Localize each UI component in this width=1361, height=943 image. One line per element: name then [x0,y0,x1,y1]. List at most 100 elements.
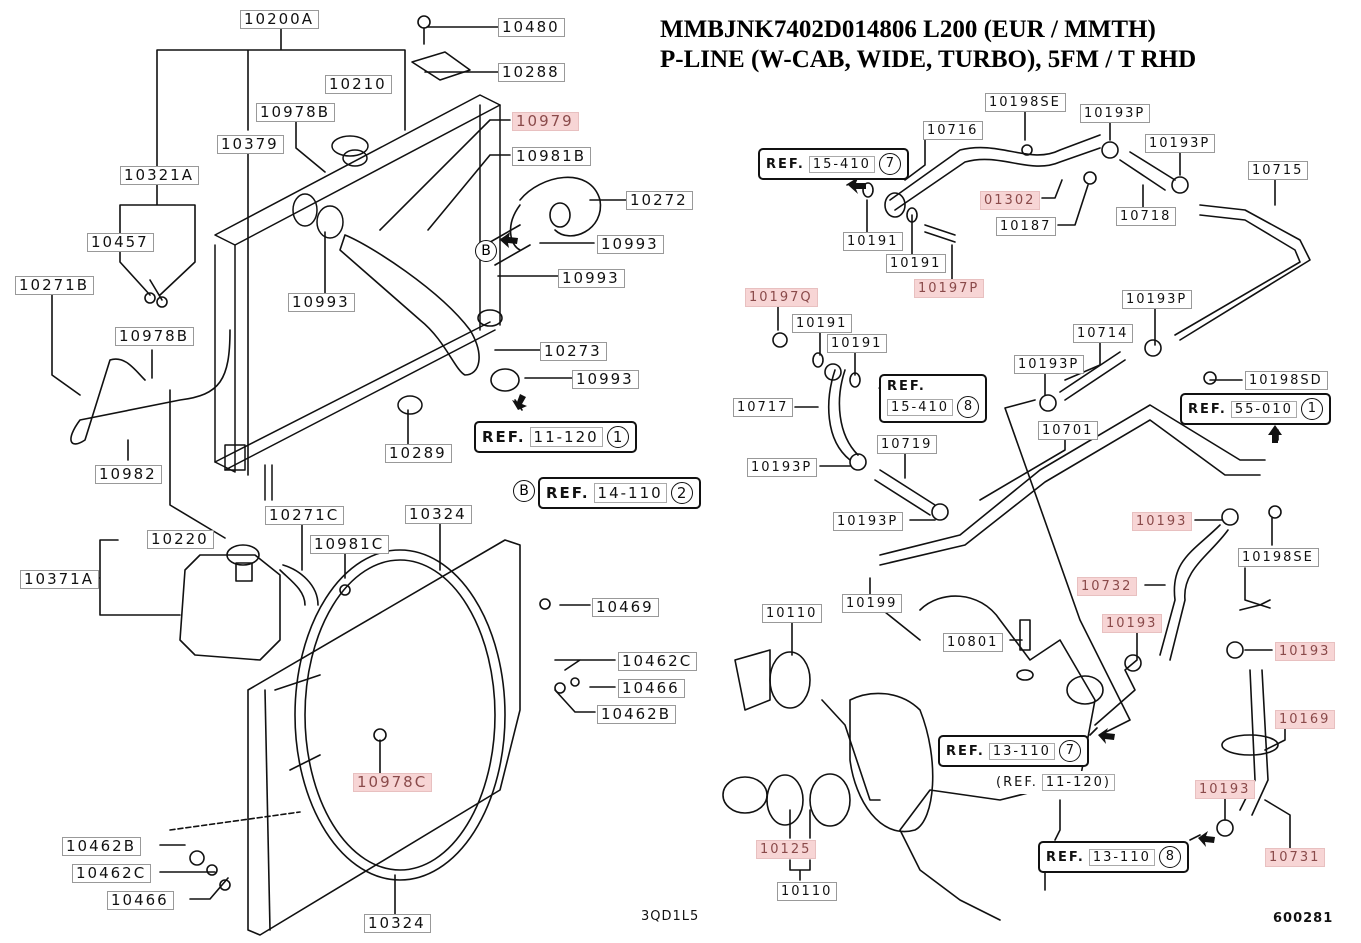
part-label-highlighted[interactable]: 10979 [512,112,579,131]
ref-prefix: REF. [1046,849,1085,865]
ref-number: 11-120) [1041,774,1115,791]
part-label[interactable]: 10462C [618,652,698,671]
part-label[interactable]: 10978B [256,103,336,122]
part-label[interactable]: 10289 [385,444,452,463]
ref-box[interactable]: REF. 15-410 7 [758,148,909,180]
part-label-highlighted[interactable]: 10125 [756,840,817,859]
ref-box[interactable]: REF. 13-110 7 [938,735,1089,767]
ref-number: 15-410 [887,398,954,416]
part-label[interactable]: 10379 [217,135,284,154]
part-label[interactable]: 10193P [747,458,818,477]
part-label[interactable]: 10993 [572,370,639,389]
part-label[interactable]: 10715 [1248,161,1309,180]
part-label[interactable]: 10271B [15,276,95,295]
part-label[interactable]: 10466 [618,679,685,698]
part-label[interactable]: 10993 [288,293,355,312]
part-label[interactable]: 10191 [886,254,947,273]
part-label[interactable]: 10462B [62,837,142,856]
fan-shroud [247,539,521,936]
part-label[interactable]: 10200A [240,10,319,29]
part-label-highlighted[interactable]: 10193 [1275,642,1336,661]
ref-box[interactable]: REF. 14-110 2 [538,477,701,509]
part-label[interactable]: 10191 [792,314,853,333]
part-label[interactable]: 10462B [597,705,677,724]
part-label[interactable]: 10110 [762,604,823,623]
part-label[interactable]: 10993 [597,235,664,254]
part-label[interactable]: 10982 [95,465,162,484]
part-label[interactable]: 10273 [540,342,607,361]
ref-prefix: REF. [766,156,805,172]
ref-number: 11-120 [529,427,603,447]
ref-circle-number: 1 [606,426,629,448]
part-label-highlighted[interactable]: 10193 [1195,780,1256,799]
diagram-code-right: 600281 [1273,911,1334,926]
part-label-highlighted[interactable]: 10169 [1275,710,1336,729]
part-label[interactable]: 10978B [115,327,195,346]
part-label[interactable]: 10191 [843,232,904,251]
part-label[interactable]: 10371A [20,570,99,589]
ref-circle-number: 7 [878,153,901,175]
part-label[interactable]: 10271C [265,506,345,525]
ref-box[interactable]: (REF. 11-120) [990,771,1121,794]
part-label-highlighted[interactable]: 10978C [353,773,433,792]
part-label[interactable]: 10801 [943,633,1004,652]
part-label[interactable]: 10110 [777,882,838,901]
b-marker-icon: B [475,240,497,262]
part-label[interactable]: 10193P [1145,134,1216,153]
ref-box[interactable]: REF. 15-410 8 [879,374,988,423]
part-label[interactable]: 10272 [626,191,693,210]
part-label[interactable]: 10210 [325,75,392,94]
part-label[interactable]: 10193P [1014,355,1085,374]
ref-box[interactable]: REF. 55-010 1 [1180,393,1331,425]
ref-box[interactable]: REF. 13-110 8 [1038,841,1189,873]
part-label-highlighted[interactable]: 10193 [1102,614,1163,633]
part-label[interactable]: 10718 [1116,207,1177,226]
part-label[interactable]: 10480 [498,18,565,37]
part-label[interactable]: 10288 [498,63,565,82]
part-label[interactable]: 10193P [1122,290,1193,309]
part-label[interactable]: 10993 [558,269,625,288]
part-label[interactable]: 10324 [364,914,431,933]
reservoir-tank [179,554,281,661]
part-label[interactable]: 10466 [107,891,174,910]
ref-box[interactable]: REF. 11-120 1 [474,421,637,453]
leader-lines-right [777,111,1291,891]
part-label-highlighted[interactable]: 10732 [1077,577,1138,596]
part-label[interactable]: 10719 [877,435,938,454]
part-label[interactable]: 10469 [592,598,659,617]
part-label[interactable]: 10714 [1073,324,1134,343]
part-label[interactable]: 10193P [1080,104,1151,123]
part-label[interactable]: 10321A [120,166,199,185]
ref-prefix: REF. [887,379,926,394]
ref-number: 14-110 [593,483,667,503]
ref-prefix: REF. [1188,401,1227,417]
part-label-highlighted[interactable]: 01302 [980,191,1041,210]
part-label[interactable]: 10462C [72,864,152,883]
part-label[interactable]: 10717 [733,398,794,417]
ref-circle-number: 8 [957,396,980,418]
ref-number: 13-110 [1088,848,1155,866]
ref-number: 55-010 [1230,400,1297,418]
part-label-highlighted[interactable]: 10731 [1265,848,1326,867]
part-label-highlighted[interactable]: 10193 [1132,512,1193,531]
part-label[interactable]: 10701 [1038,421,1099,440]
part-label-highlighted[interactable]: 10197P [914,279,985,298]
ref-number: 13-110 [988,742,1055,760]
part-label[interactable]: 10199 [842,594,903,613]
part-label[interactable]: 10981B [512,147,592,166]
part-label[interactable]: 10220 [147,530,214,549]
part-label[interactable]: 10198SE [985,93,1066,112]
ref-circle-number: 1 [1300,398,1323,420]
ref-circle-number: 7 [1058,740,1081,762]
part-label[interactable]: 10457 [87,233,154,252]
part-label[interactable]: 10198SE [1238,548,1319,567]
part-label[interactable]: 10187 [996,217,1057,236]
part-label[interactable]: 10193P [833,512,904,531]
part-label[interactable]: 10191 [827,334,888,353]
part-label[interactable]: 10324 [405,505,472,524]
part-label[interactable]: 10198SD [1245,371,1328,390]
part-label[interactable]: 10716 [923,121,984,140]
part-label[interactable]: 10981C [310,535,390,554]
part-label-highlighted[interactable]: 10197Q [745,288,818,307]
